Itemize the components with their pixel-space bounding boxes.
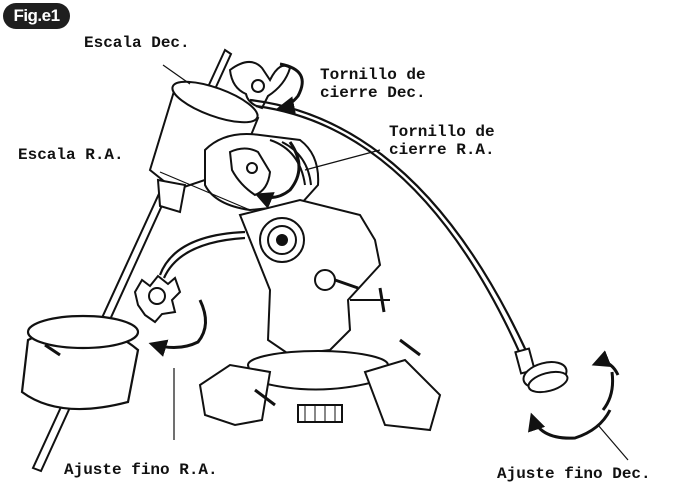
dec-clutch-arrow (276, 62, 304, 114)
label-tornillo-cierre-ra: Tornillo de cierre R.A. (389, 123, 495, 159)
rotation-arrows (148, 62, 620, 440)
label-tornillo-dec-line2: cierre Dec. (320, 84, 426, 102)
counterweight (20, 314, 140, 411)
ra-housing (204, 133, 320, 212)
dec-slow-motion-knob (514, 347, 569, 394)
label-tornillo-ra-line1: Tornillo de (389, 123, 495, 141)
tripod-head (198, 338, 442, 432)
label-tornillo-ra-line2: cierre R.A. (389, 141, 495, 159)
leader-lines (159, 64, 629, 461)
figure-tag: Fig.e1 (3, 3, 70, 29)
label-tornillo-dec-line1: Tornillo de (320, 66, 426, 84)
label-ajuste-fino-ra: Ajuste fino R.A. (64, 461, 218, 479)
ra-clutch-arrow (254, 141, 301, 209)
dec-fine-arrow-upper (601, 371, 615, 411)
label-escala-dec: Escala Dec. (84, 34, 190, 52)
ra-slow-motion-knob (133, 274, 182, 324)
ra-fine-arrow (148, 299, 207, 357)
dec-fine-arrow-lower (528, 409, 612, 440)
dec-clutch-knob (228, 61, 292, 110)
label-escala-ra: Escala R.A. (18, 146, 124, 164)
ra-slow-motion-cable (158, 230, 246, 279)
mount-body (238, 198, 390, 357)
label-ajuste-fino-dec: Ajuste fino Dec. (497, 465, 651, 483)
dec-housing (148, 80, 260, 214)
label-tornillo-cierre-dec: Tornillo de cierre Dec. (320, 66, 426, 102)
dec-fine-arrow-top (591, 350, 620, 376)
